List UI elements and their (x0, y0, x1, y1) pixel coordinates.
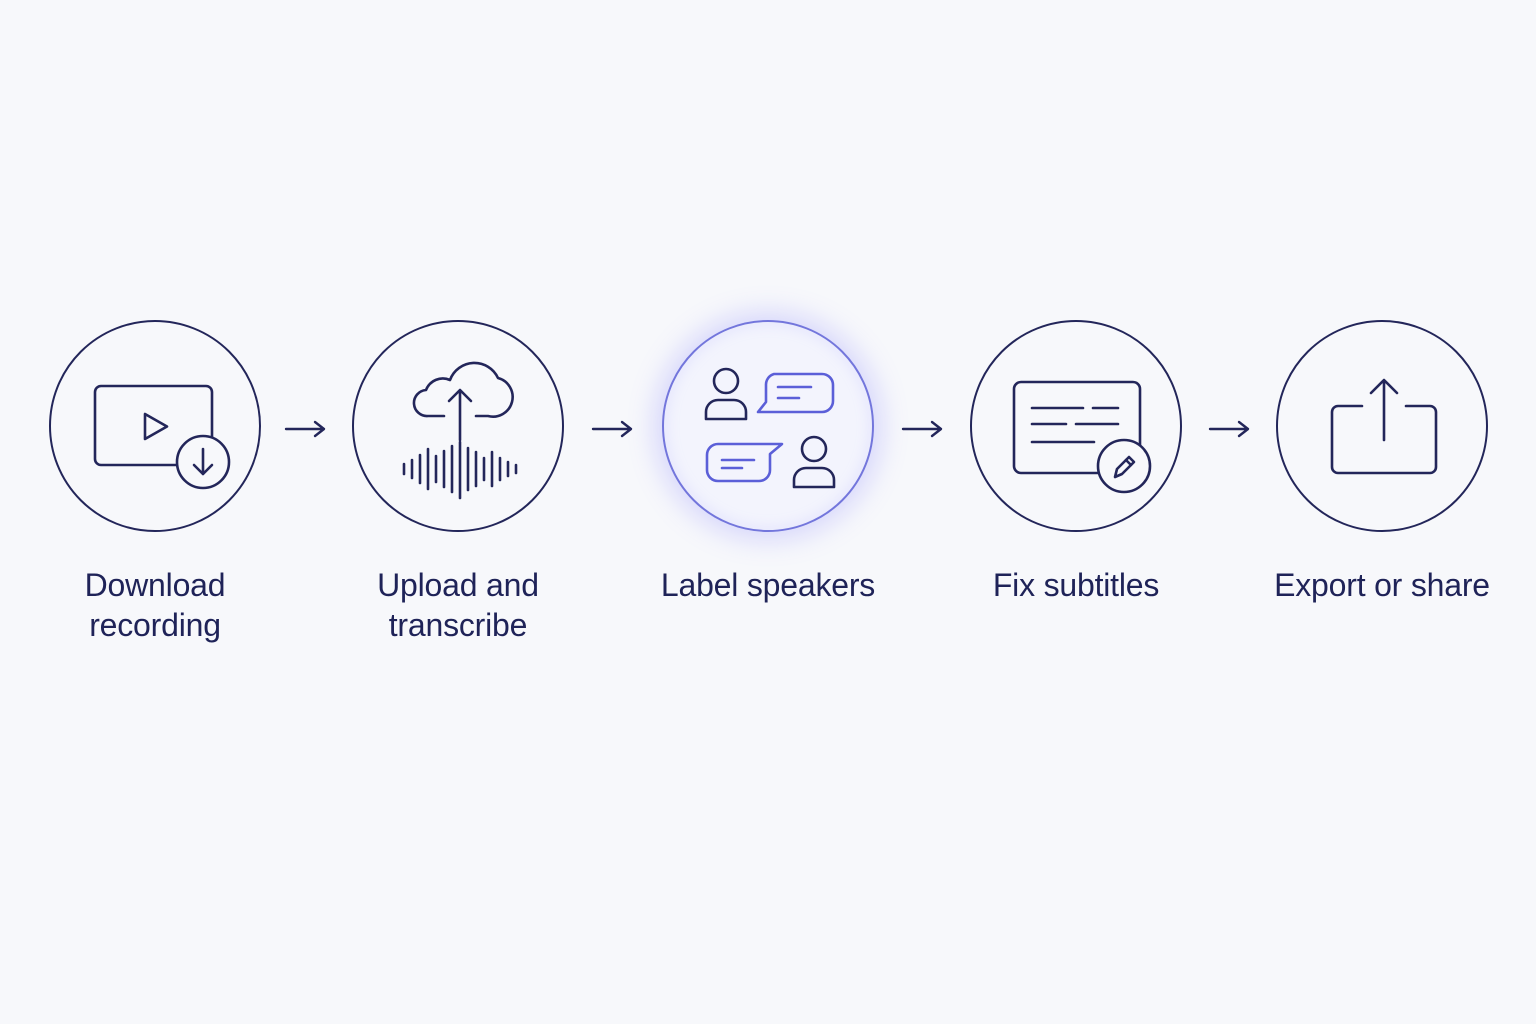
step-label: Export or share (1274, 567, 1490, 603)
step-label: Upload and transcribe (377, 567, 539, 643)
step-download-recording: Download recording (5, 320, 305, 645)
step-export-share: Export or share (1232, 320, 1532, 605)
video-download-icon (93, 384, 231, 490)
step-label: Label speakers (660, 567, 876, 603)
step-upload-transcribe: Upload and transcribe (308, 320, 608, 645)
arrow-right-icon (284, 419, 328, 439)
step-fix-subtitles: Fix subtitles (926, 320, 1226, 605)
arrow-right-icon (591, 419, 635, 439)
step-circle (970, 320, 1182, 532)
arrow-right-icon (1208, 419, 1252, 439)
step-label-speakers: Label speakers (618, 320, 918, 605)
subtitles-edit-icon (1012, 380, 1152, 494)
step-circle (1276, 320, 1488, 532)
step-label: Download recording (84, 567, 226, 643)
cloud-upload-waveform-icon (402, 361, 518, 500)
arrow-right-icon (901, 419, 945, 439)
step-circle-active (662, 320, 874, 532)
step-circle (49, 320, 261, 532)
share-export-icon (1330, 378, 1438, 475)
speakers-chat-icon (704, 367, 836, 489)
step-label: Fix subtitles (992, 567, 1160, 603)
step-circle (352, 320, 564, 532)
